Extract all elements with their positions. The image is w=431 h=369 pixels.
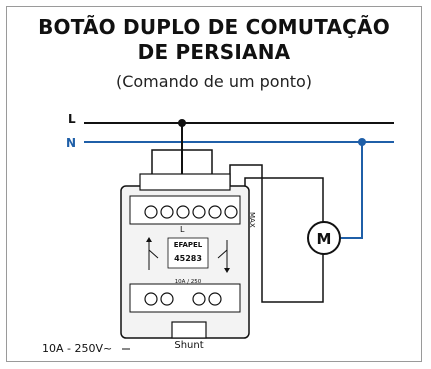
model-number: 45283 (174, 254, 202, 263)
brand-logo: EFAPEL (174, 241, 203, 249)
switch-contacts-left (146, 237, 159, 270)
wire-output-1 (229, 164, 324, 303)
rating-label: 10A - 250V~ (42, 342, 112, 355)
title-line-1: BOTÃO DUPLO DE COMUTAÇÃO (38, 15, 390, 39)
label-N: N (66, 136, 76, 150)
label-L: L (68, 112, 76, 126)
wire-N-motor (341, 142, 363, 239)
switch-contacts-right (217, 240, 230, 273)
motor-symbol (307, 221, 341, 255)
shunt-tab (171, 321, 207, 339)
shunt-label: Shunt (174, 340, 203, 351)
subtitle: (Comando de um ponto) (115, 72, 313, 91)
bottom-terminals (144, 292, 222, 306)
max-label: MAX (248, 212, 256, 228)
terminal-label-L: L (180, 225, 185, 234)
device-rating: 10A / 250 (175, 279, 202, 285)
diagram-frame (6, 6, 422, 362)
top-terminals (144, 205, 238, 219)
motor-label: M (317, 230, 332, 248)
title-line-2: DE PERSIANA (137, 40, 291, 64)
switch-device: L MAX EFAPEL 45283 10A / 250 (120, 173, 256, 339)
